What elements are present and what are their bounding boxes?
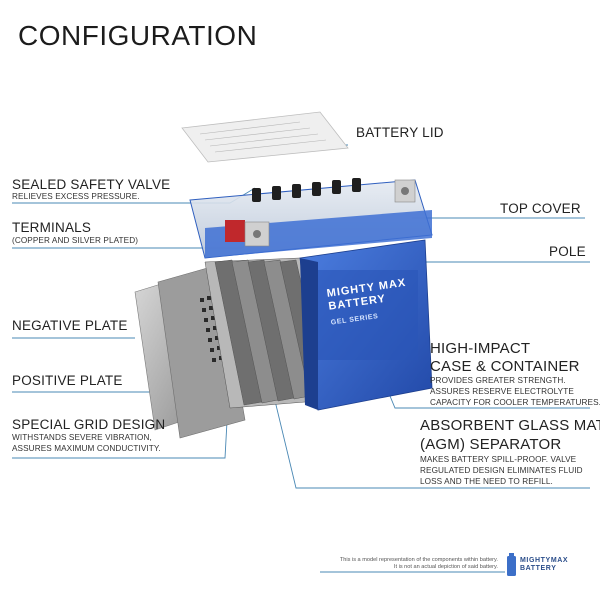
label-case-desc1: PROVIDES GREATER STRENGTH. (430, 376, 566, 385)
footer-logo-line2: BATTERY (520, 565, 557, 572)
terminal-positive (394, 179, 416, 203)
page-title: CONFIGURATION (18, 20, 258, 51)
footer-logo: MIGHTYMAX BATTERY (520, 557, 568, 573)
label-grid-design-desc2: ASSURES MAXIMUM CONDUCTIVITY. (12, 444, 161, 453)
label-safety-valve-desc: RELIEVES EXCESS PRESSURE. (12, 192, 140, 201)
label-top-cover: TOP COVER (500, 201, 581, 216)
battery-case (299, 239, 433, 411)
footer-battery-icon (507, 553, 516, 576)
label-agm-desc2: REGULATED DESIGN ELIMINATES FLUID (420, 466, 583, 475)
footer-disclaimer-line1: This is a model representation of the co… (339, 557, 498, 563)
footer-disclaimer-line2: It is not an actual depiction of said ba… (393, 564, 498, 570)
battery-lid (181, 111, 349, 163)
label-case-desc2: ASSURES RESERVE ELECTROLYTE (430, 387, 574, 396)
label-terminals-desc: (COPPER AND SILVER PLATED) (12, 236, 139, 245)
label-agm-line1: ABSORBENT GLASS MAT (420, 417, 600, 434)
terminal-negative (225, 220, 270, 247)
label-agm-line2: (AGM) SEPARATOR (420, 436, 562, 453)
label-terminals: TERMINALS (12, 220, 92, 235)
label-grid-design: SPECIAL GRID DESIGN (12, 417, 166, 432)
label-agm-desc3: LOSS AND THE NEED TO REFILL. (420, 477, 553, 486)
label-case-line2: CASE & CONTAINER (430, 358, 580, 375)
label-case-line1: HIGH-IMPACT (430, 340, 531, 357)
label-safety-valve: SEALED SAFETY VALVE (12, 177, 171, 192)
top-cover-illustration (189, 178, 433, 259)
label-positive-plate: POSITIVE PLATE (12, 373, 123, 388)
label-negative-plate: NEGATIVE PLATE (12, 318, 128, 333)
label-case-desc3: CAPACITY FOR COOLER TEMPERATURES. (430, 398, 600, 407)
footer-disclaimer: This is a model representation of the co… (340, 557, 498, 571)
label-battery-lid: BATTERY LID (356, 125, 444, 140)
footer-logo-line1: MIGHTYMAX (520, 557, 569, 564)
label-grid-design-desc1: WITHSTANDS SEVERE VIBRATION, (12, 433, 152, 442)
label-pole: POLE (549, 244, 586, 259)
leader-agm (269, 379, 590, 489)
label-agm-desc1: MAKES BATTERY SPILL-PROOF. VALVE (420, 455, 577, 464)
